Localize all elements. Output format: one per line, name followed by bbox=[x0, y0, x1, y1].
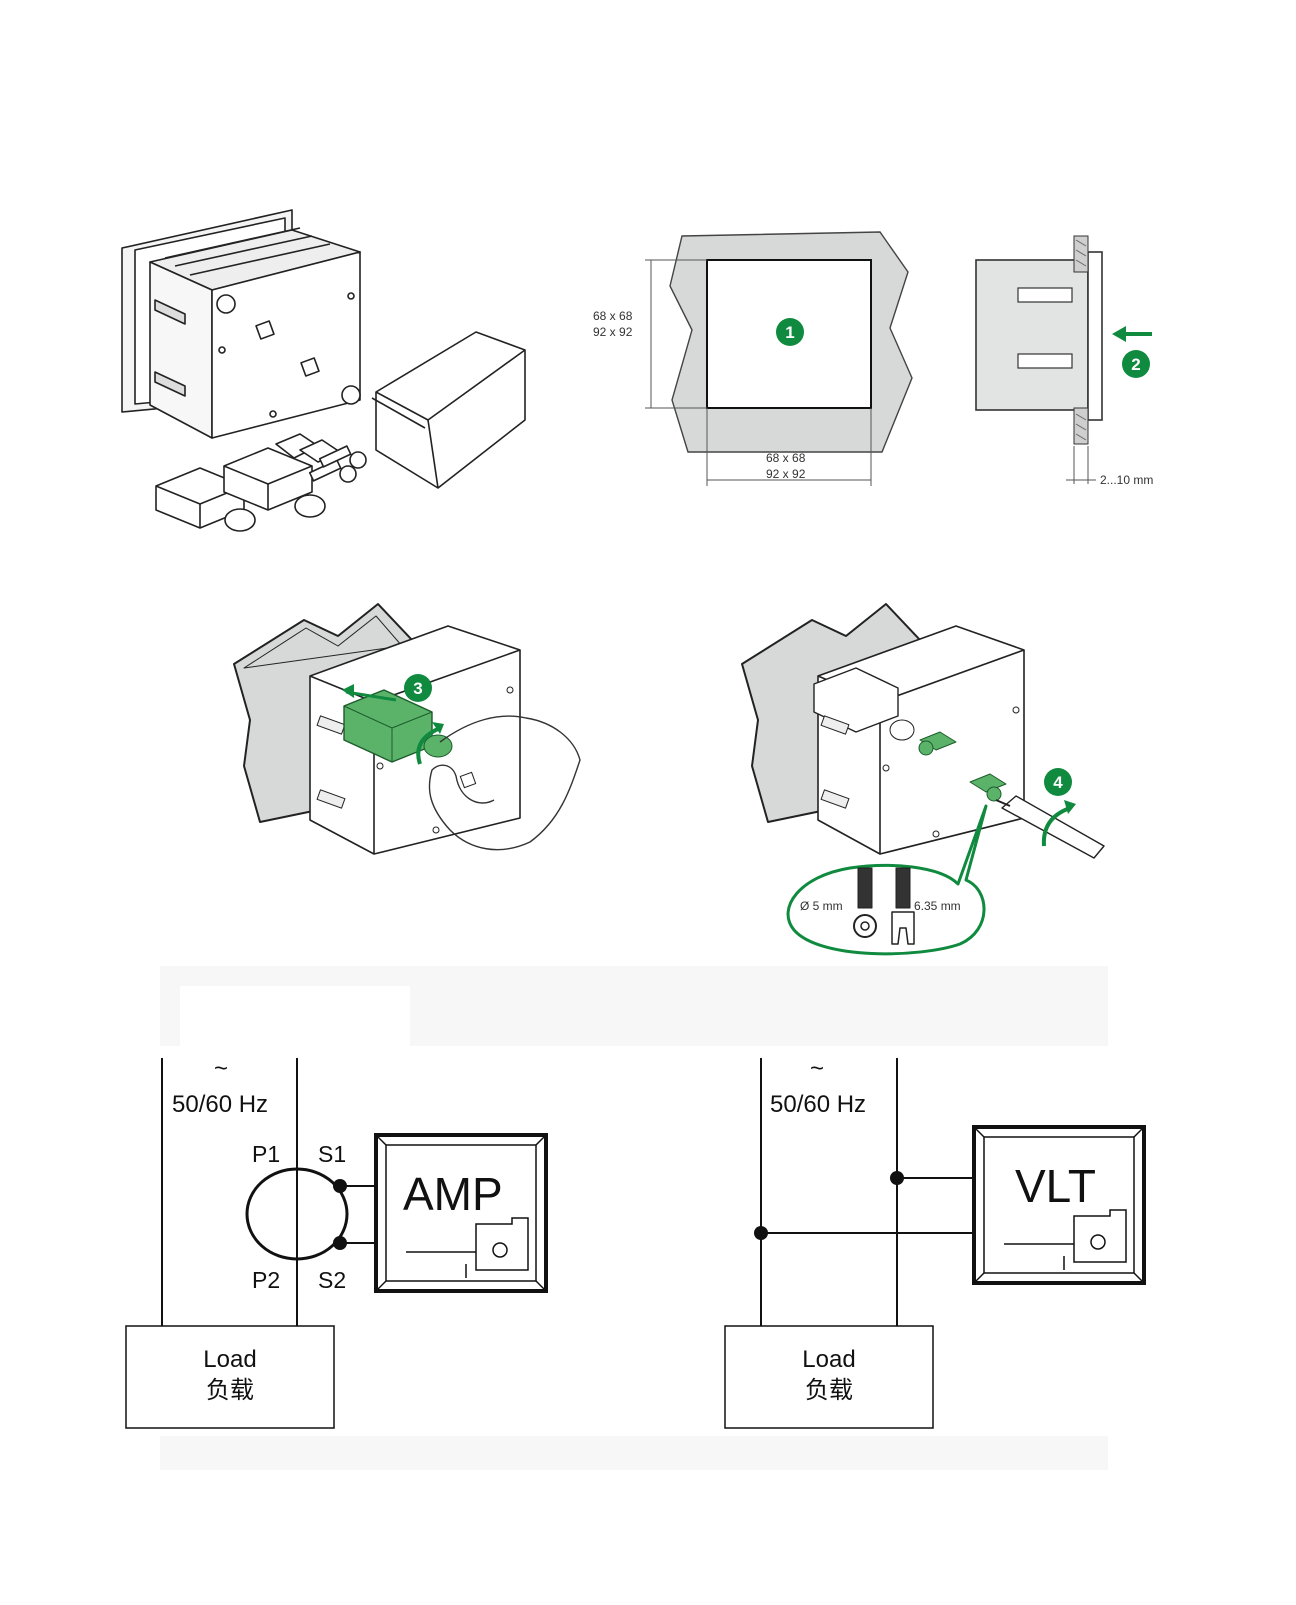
amp-load-zh: 负载 bbox=[206, 1376, 254, 1404]
lug-callout bbox=[786, 804, 988, 956]
vlt-frequency-label: 50/60 Hz bbox=[770, 1091, 866, 1118]
step-2-number: 2 bbox=[1131, 355, 1140, 374]
panel-thickness-label: 2...10 mm bbox=[1100, 473, 1153, 487]
step-4-badge bbox=[1044, 768, 1072, 796]
vlt-load-zh: 负载 bbox=[805, 1376, 853, 1404]
vlt-load-en: Load bbox=[802, 1346, 855, 1373]
s1-label: S1 bbox=[318, 1141, 346, 1167]
terminal-wiring-view: 4 Ø 5 mm 6.35 mm bbox=[741, 603, 1105, 956]
p2-label: P2 bbox=[252, 1267, 280, 1293]
step-3-number: 3 bbox=[413, 679, 422, 698]
step-2-badge bbox=[1122, 350, 1150, 378]
panel-cutout-view: 68 x 68 92 x 92 68 x 68 92 x 92 1 bbox=[593, 231, 913, 486]
s2-label: S2 bbox=[318, 1267, 346, 1293]
cutout-bottom-dim-line2: 92 x 92 bbox=[766, 467, 806, 481]
step-1-number: 1 bbox=[785, 323, 794, 342]
step-1-badge bbox=[776, 318, 804, 346]
amp-meter-label: AMP bbox=[403, 1168, 503, 1220]
step-4-number: 4 bbox=[1053, 773, 1063, 792]
amp-wiring-diagram: ~ 50/60 Hz P1 S1 P2 S2 AMP Load 负载 bbox=[125, 1055, 548, 1429]
vlt-ac-symbol: ~ bbox=[810, 1055, 824, 1082]
amp-load-box bbox=[125, 1325, 335, 1429]
screwdriver bbox=[1001, 795, 1105, 859]
amp-frequency-label: 50/60 Hz bbox=[172, 1091, 268, 1118]
step-3-badge bbox=[404, 674, 432, 702]
current-transformer bbox=[245, 1167, 349, 1261]
clip-installation-view: 3 bbox=[233, 603, 581, 855]
vlt-wiring-diagram: ~ 50/60 Hz VLT Load 负载 bbox=[724, 1055, 1146, 1429]
exploded-meter-view bbox=[121, 209, 526, 532]
vlt-load-box bbox=[724, 1325, 934, 1429]
amp-load-en: Load bbox=[203, 1346, 256, 1373]
cutout-left-dim-line2: 92 x 92 bbox=[593, 325, 633, 339]
fork-lug-label: 6.35 mm bbox=[914, 899, 961, 913]
panel-side-view: 2...10 mm 2 bbox=[975, 235, 1153, 487]
hand-outline bbox=[428, 715, 581, 851]
ring-lug-label: Ø 5 mm bbox=[800, 899, 843, 913]
p1-label: P1 bbox=[252, 1141, 280, 1167]
amp-ac-symbol: ~ bbox=[214, 1055, 228, 1082]
cutout-bottom-dim-line1: 68 x 68 bbox=[766, 451, 806, 465]
vlt-meter-label: VLT bbox=[1015, 1160, 1096, 1212]
cutout-left-dim-line1: 68 x 68 bbox=[593, 309, 633, 323]
